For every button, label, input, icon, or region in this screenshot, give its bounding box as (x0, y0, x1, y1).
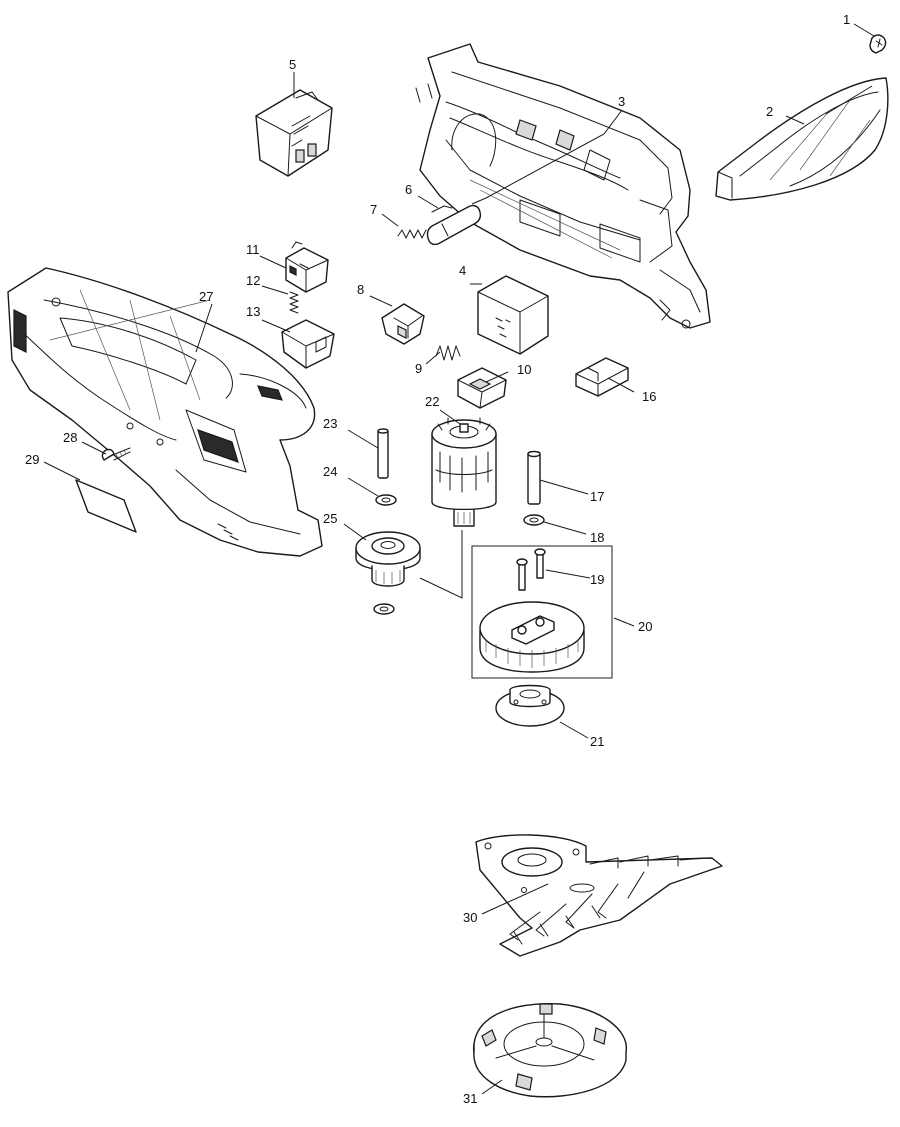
label-part-7: 7 (370, 202, 377, 217)
part-10-switch-cover (457, 367, 507, 409)
label-part-28: 28 (63, 430, 77, 445)
leader-lines (43, 23, 875, 1095)
part-11-switch (285, 241, 329, 293)
label-part-25: 25 (323, 511, 337, 526)
part-20-gear-assembly (471, 545, 613, 679)
part-31-blade-cover (473, 1003, 627, 1098)
label-part-9: 9 (415, 361, 422, 376)
part-24-washer (375, 494, 397, 506)
label-part-1: 1 (843, 12, 850, 27)
label-part-20: 20 (638, 619, 652, 634)
label-part-22: 22 (425, 394, 439, 409)
label-part-30: 30 (463, 910, 477, 925)
label-part-6: 6 (405, 182, 412, 197)
part-2-cover (715, 77, 889, 201)
part-9-spring (435, 345, 461, 361)
label-part-24: 24 (323, 464, 337, 479)
part-1-screw (869, 34, 887, 54)
part-4-controller (477, 275, 549, 355)
part-23-pin (377, 428, 389, 479)
label-part-29: 29 (25, 452, 39, 467)
part-21-plate (495, 684, 565, 727)
label-part-19: 19 (590, 572, 604, 587)
label-part-17: 17 (590, 489, 604, 504)
label-part-4: 4 (459, 263, 466, 278)
label-part-2: 2 (766, 104, 773, 119)
part-7-spring (397, 229, 427, 239)
part-17-pin (527, 450, 541, 505)
part-22-motor (431, 417, 497, 527)
part-5-terminal (255, 89, 333, 177)
label-part-13: 13 (246, 304, 260, 319)
part-28-screw (101, 447, 131, 461)
label-part-21: 21 (590, 734, 604, 749)
label-part-27: 27 (199, 289, 213, 304)
label-part-18: 18 (590, 530, 604, 545)
label-part-23: 23 (323, 416, 337, 431)
part-13-lock-button (281, 319, 335, 369)
part-3-housing (415, 43, 711, 329)
part-8-lever (381, 303, 425, 345)
part-16-stopper (575, 357, 629, 397)
part-25-gear (355, 531, 421, 587)
label-part-11: 11 (246, 242, 260, 257)
part-18-washer (523, 514, 545, 526)
part-12-spring (289, 291, 299, 314)
part-19-pins (516, 548, 546, 591)
label-part-3: 3 (618, 94, 625, 109)
label-part-31: 31 (463, 1091, 477, 1106)
part-29-label (75, 479, 137, 533)
part-27-handle-housing (7, 267, 323, 557)
label-part-8: 8 (357, 282, 364, 297)
label-part-5: 5 (289, 57, 296, 72)
part-6-capacitor (426, 204, 482, 246)
label-part-10: 10 (517, 362, 531, 377)
part-labels: 1 2 3 4 5 6 7 8 9 10 11 12 13 16 17 18 1… (25, 12, 850, 1106)
part-30-blade (475, 834, 723, 957)
washer-small (373, 603, 395, 615)
label-part-16: 16 (642, 389, 656, 404)
label-part-12: 12 (246, 273, 260, 288)
